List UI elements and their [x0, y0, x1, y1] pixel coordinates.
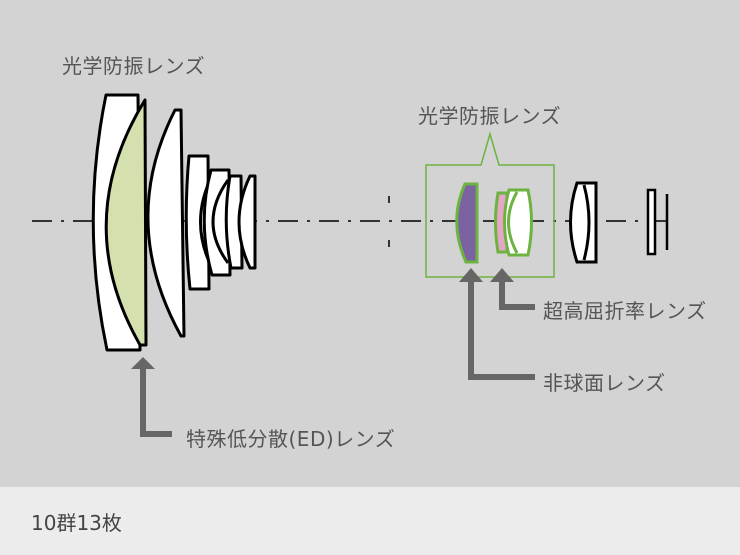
lens-4 [184, 154, 211, 291]
arrow-aspherical [459, 268, 535, 380]
high-index-lens-label: 超高屈折率レンズ [543, 299, 707, 323]
arrow-ed [131, 357, 172, 437]
rear-lens [569, 181, 598, 264]
lens-7 [237, 174, 257, 270]
lens-diagram-svg [32, 93, 669, 437]
sensor-filter [646, 188, 669, 256]
lens-3 [146, 108, 186, 338]
lens-5 [202, 168, 232, 277]
lens-6 [224, 174, 244, 270]
arrow-high-index [490, 268, 535, 310]
footer: 10群13枚 [0, 487, 740, 555]
lens-5b [211, 179, 230, 264]
vr-lens-label-rear: 光学防振レンズ [418, 104, 562, 128]
front-lens-group [91, 93, 257, 352]
vr-lens-label-front: 光学防振レンズ [62, 54, 206, 78]
lens-configuration: 10群13枚 [31, 511, 122, 535]
vr-group-callout [425, 131, 555, 278]
ed-lens [104, 98, 148, 347]
vr-lens-inner [507, 191, 519, 254]
ed-lens-label: 特殊低分散(ED)レンズ [186, 427, 396, 451]
lens-diagram: 光学防振レンズ 光学防振レンズ 特殊低分散(ED)レンズ 超高屈折率レンズ 非球… [0, 0, 740, 487]
aspherical-lens [455, 182, 479, 264]
aspherical-lens-label: 非球面レンズ [543, 371, 666, 395]
